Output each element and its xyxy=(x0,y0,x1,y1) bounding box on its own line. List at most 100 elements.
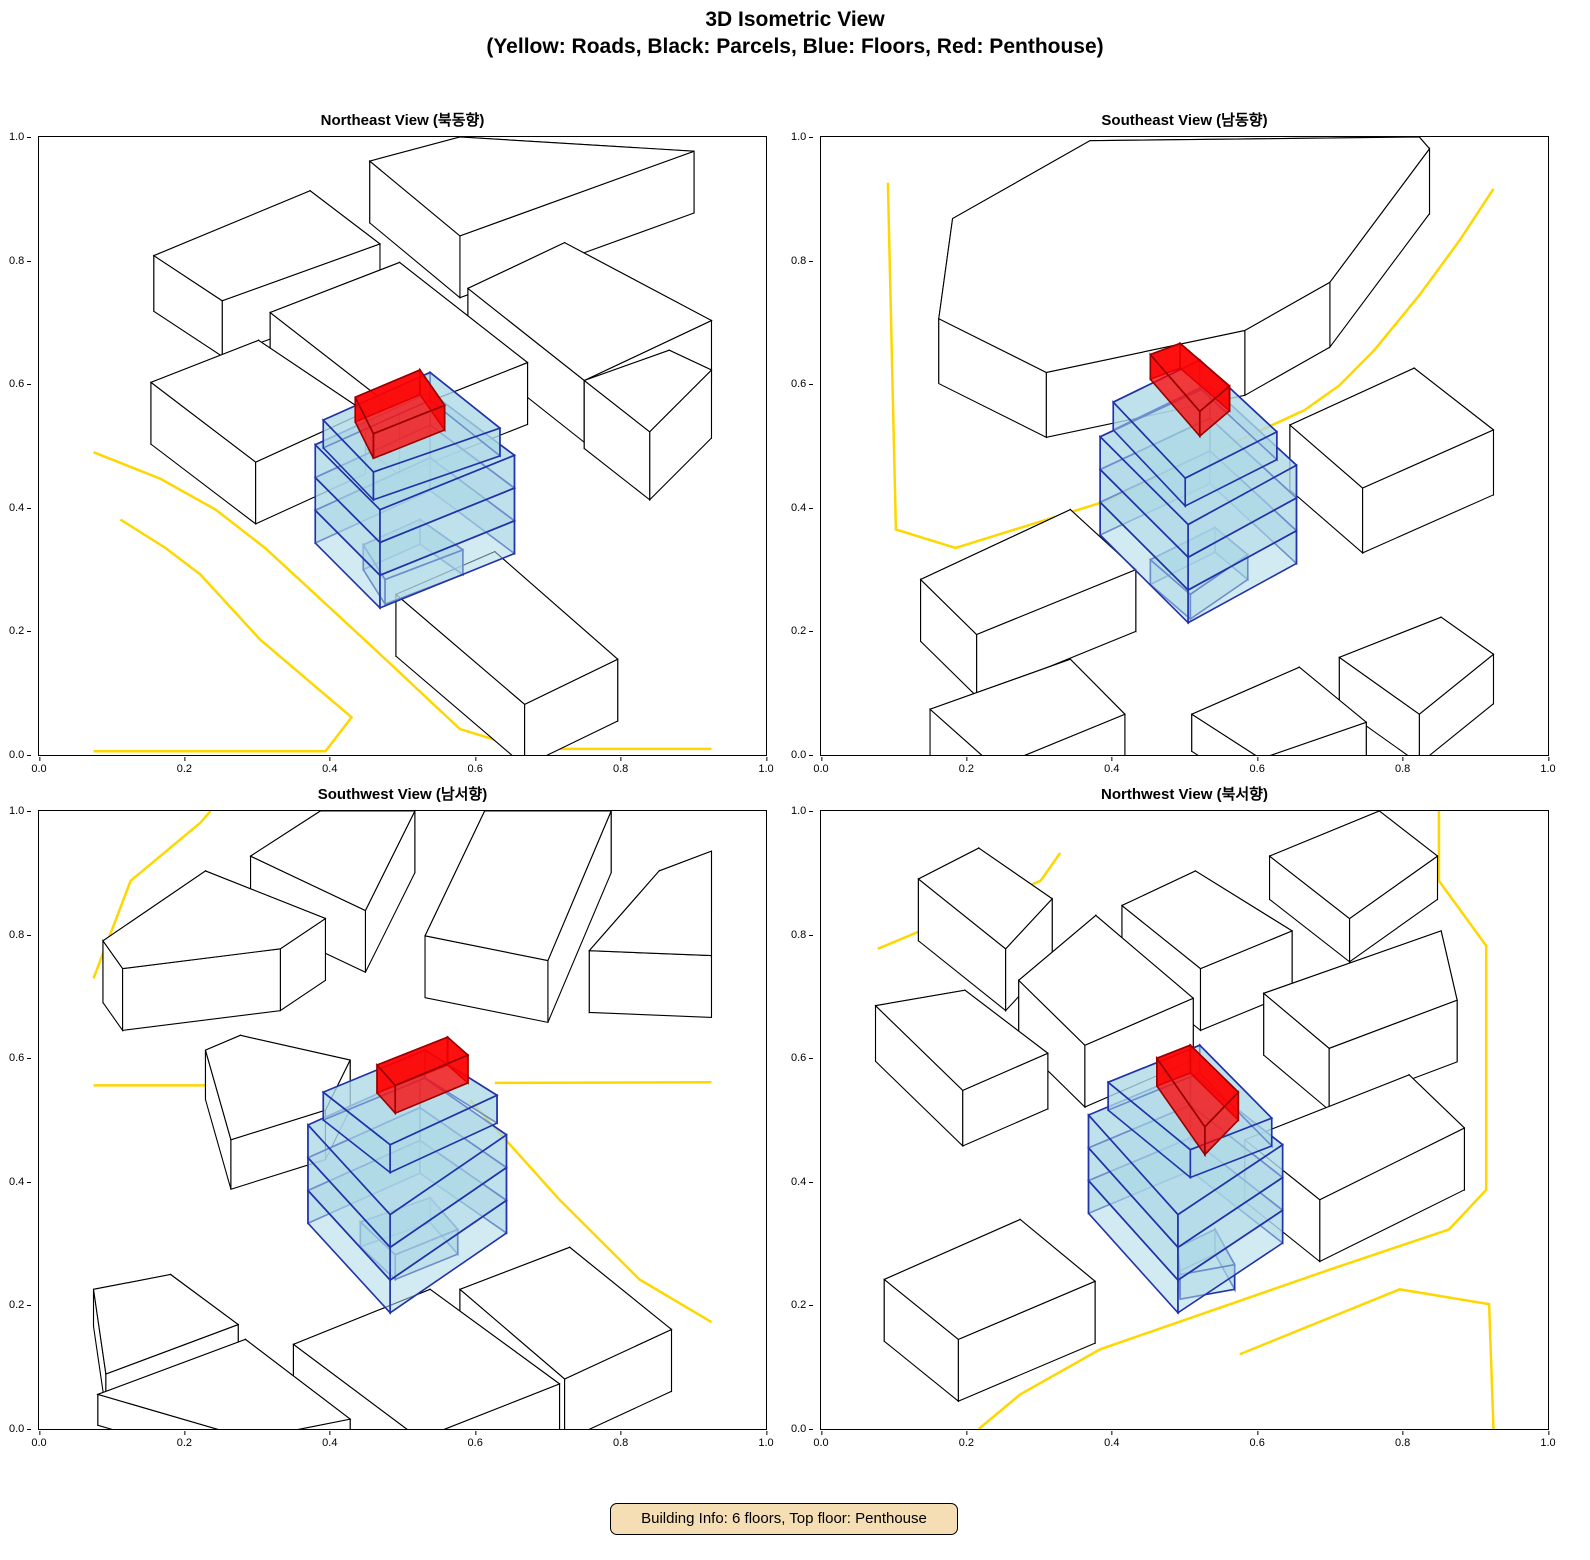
building-block-top xyxy=(368,137,695,237)
y-tick-label: 0.8 xyxy=(9,928,32,941)
building-block-top xyxy=(204,1034,351,1141)
y-tick-label: 0.8 xyxy=(9,254,32,267)
building-block xyxy=(1338,616,1495,755)
building-block xyxy=(919,508,1137,698)
y-tick-label: 0.2 xyxy=(9,625,32,638)
road-line xyxy=(977,811,1488,1429)
x-tick-label: 0.0 xyxy=(31,757,47,775)
building-block xyxy=(883,1218,1097,1403)
penthouse-block-top xyxy=(1155,1044,1240,1129)
penthouse-block-top xyxy=(354,368,446,435)
building-block-side xyxy=(588,950,713,1018)
road-line xyxy=(1239,1288,1495,1429)
road-line xyxy=(494,1081,712,1085)
plot-area xyxy=(92,811,713,1429)
y-tick-label: 0.2 xyxy=(791,1299,814,1312)
x-tick-label: 0.8 xyxy=(1394,757,1411,775)
building-block-top xyxy=(249,811,416,912)
plot-area xyxy=(93,137,713,755)
building-block xyxy=(874,989,1049,1148)
road-line xyxy=(93,518,354,753)
y-tick-label: 0.6 xyxy=(9,378,32,391)
x-tick-label: 0.0 xyxy=(813,757,829,775)
building-block-top xyxy=(928,658,1126,755)
building-block xyxy=(368,137,695,299)
building-block xyxy=(938,137,1431,439)
x-tick-label: 0.8 xyxy=(1394,1431,1411,1449)
building-block-top xyxy=(917,847,1054,950)
building-block-top xyxy=(1262,930,1458,1049)
y-tick-label: 0.6 xyxy=(791,1052,814,1065)
y-tick-label: 0.4 xyxy=(791,1175,814,1188)
x-tick-label: 1.0 xyxy=(1540,757,1556,775)
building-block xyxy=(1017,914,1195,1109)
x-tick-label: 0.4 xyxy=(1104,1431,1120,1449)
penthouse-block xyxy=(375,1035,470,1116)
x-tick-label: 0.6 xyxy=(467,757,483,775)
x-tick-label: 0.6 xyxy=(1249,757,1265,775)
x-tick-label: 0.4 xyxy=(1104,757,1120,775)
x-tick-label: 0.2 xyxy=(958,1431,975,1449)
y-tick-label: 0.8 xyxy=(791,254,814,267)
y-tick-label: 0.4 xyxy=(791,501,814,514)
building-block-top xyxy=(1268,811,1439,920)
panel-title: Northwest View (북서향) xyxy=(1101,786,1268,803)
building-block-top xyxy=(874,989,1049,1091)
figure-title: 3D Isometric View xyxy=(705,8,885,31)
x-tick-label: 0.2 xyxy=(176,1431,193,1449)
panel-northwest: Northwest View (북서향) 0.0 0.2 0.4 0.6 0.8 1.0 0… xyxy=(791,786,1556,1449)
x-tick-label: 0.4 xyxy=(322,757,338,775)
building-block-top xyxy=(588,850,713,957)
y-tick-label: 0.0 xyxy=(791,749,814,761)
panel-title: Southwest View (남서향) xyxy=(317,786,488,803)
road-line xyxy=(469,1099,713,1324)
y-tick-label: 0.0 xyxy=(791,1423,814,1435)
x-tick-label: 0.4 xyxy=(322,1431,338,1449)
building-block xyxy=(1268,811,1439,963)
x-tick-label: 1.0 xyxy=(758,1431,774,1449)
building-info-box: Building Info: 6 floors, Top floor: Pent… xyxy=(610,1503,958,1535)
building-block xyxy=(1262,930,1458,1112)
building-block xyxy=(96,1338,352,1429)
building-block-top xyxy=(1190,666,1368,755)
x-tick-label: 1.0 xyxy=(758,757,774,775)
building-block-top xyxy=(583,349,713,433)
road-line xyxy=(886,182,1495,550)
y-tick-label: 0.6 xyxy=(9,1052,32,1065)
building-block-top xyxy=(466,242,713,382)
building-block-top xyxy=(102,870,327,970)
building-block xyxy=(917,847,1054,1013)
penthouse-block-top xyxy=(375,1036,470,1087)
building-block xyxy=(394,550,619,755)
x-tick-label: 0.6 xyxy=(467,1431,483,1449)
x-tick-label: 0.6 xyxy=(1249,1431,1265,1449)
penthouse-block xyxy=(354,367,446,460)
building-block-top xyxy=(1017,914,1195,1046)
building-block-top xyxy=(1288,367,1495,489)
building-block-top xyxy=(152,190,382,302)
y-tick-label: 1.0 xyxy=(9,805,32,817)
y-tick-label: 1.0 xyxy=(791,805,814,817)
building-block xyxy=(102,869,327,1033)
plot-area xyxy=(874,811,1495,1429)
building-block-top xyxy=(424,811,612,962)
y-tick-label: 0.8 xyxy=(791,928,814,941)
building-block-top xyxy=(92,1273,240,1375)
x-tick-label: 0.2 xyxy=(176,757,193,775)
plot-area xyxy=(886,137,1495,755)
penthouse-block-top xyxy=(1148,342,1231,413)
x-tick-label: 0.8 xyxy=(612,1431,629,1449)
x-tick-label: 0.8 xyxy=(612,757,629,775)
y-tick-label: 0.2 xyxy=(9,1299,32,1312)
x-tick-label: 0.0 xyxy=(813,1431,829,1449)
penthouse-block xyxy=(1148,341,1231,439)
building-block xyxy=(1190,666,1368,755)
building-block-top xyxy=(458,1246,673,1380)
penthouse-block xyxy=(1155,1043,1240,1158)
road-line xyxy=(92,811,212,979)
x-tick-label: 0.2 xyxy=(958,757,975,775)
figure-subtitle: (Yellow: Roads, Black: Parcels, Blue: Fl… xyxy=(486,35,1104,58)
